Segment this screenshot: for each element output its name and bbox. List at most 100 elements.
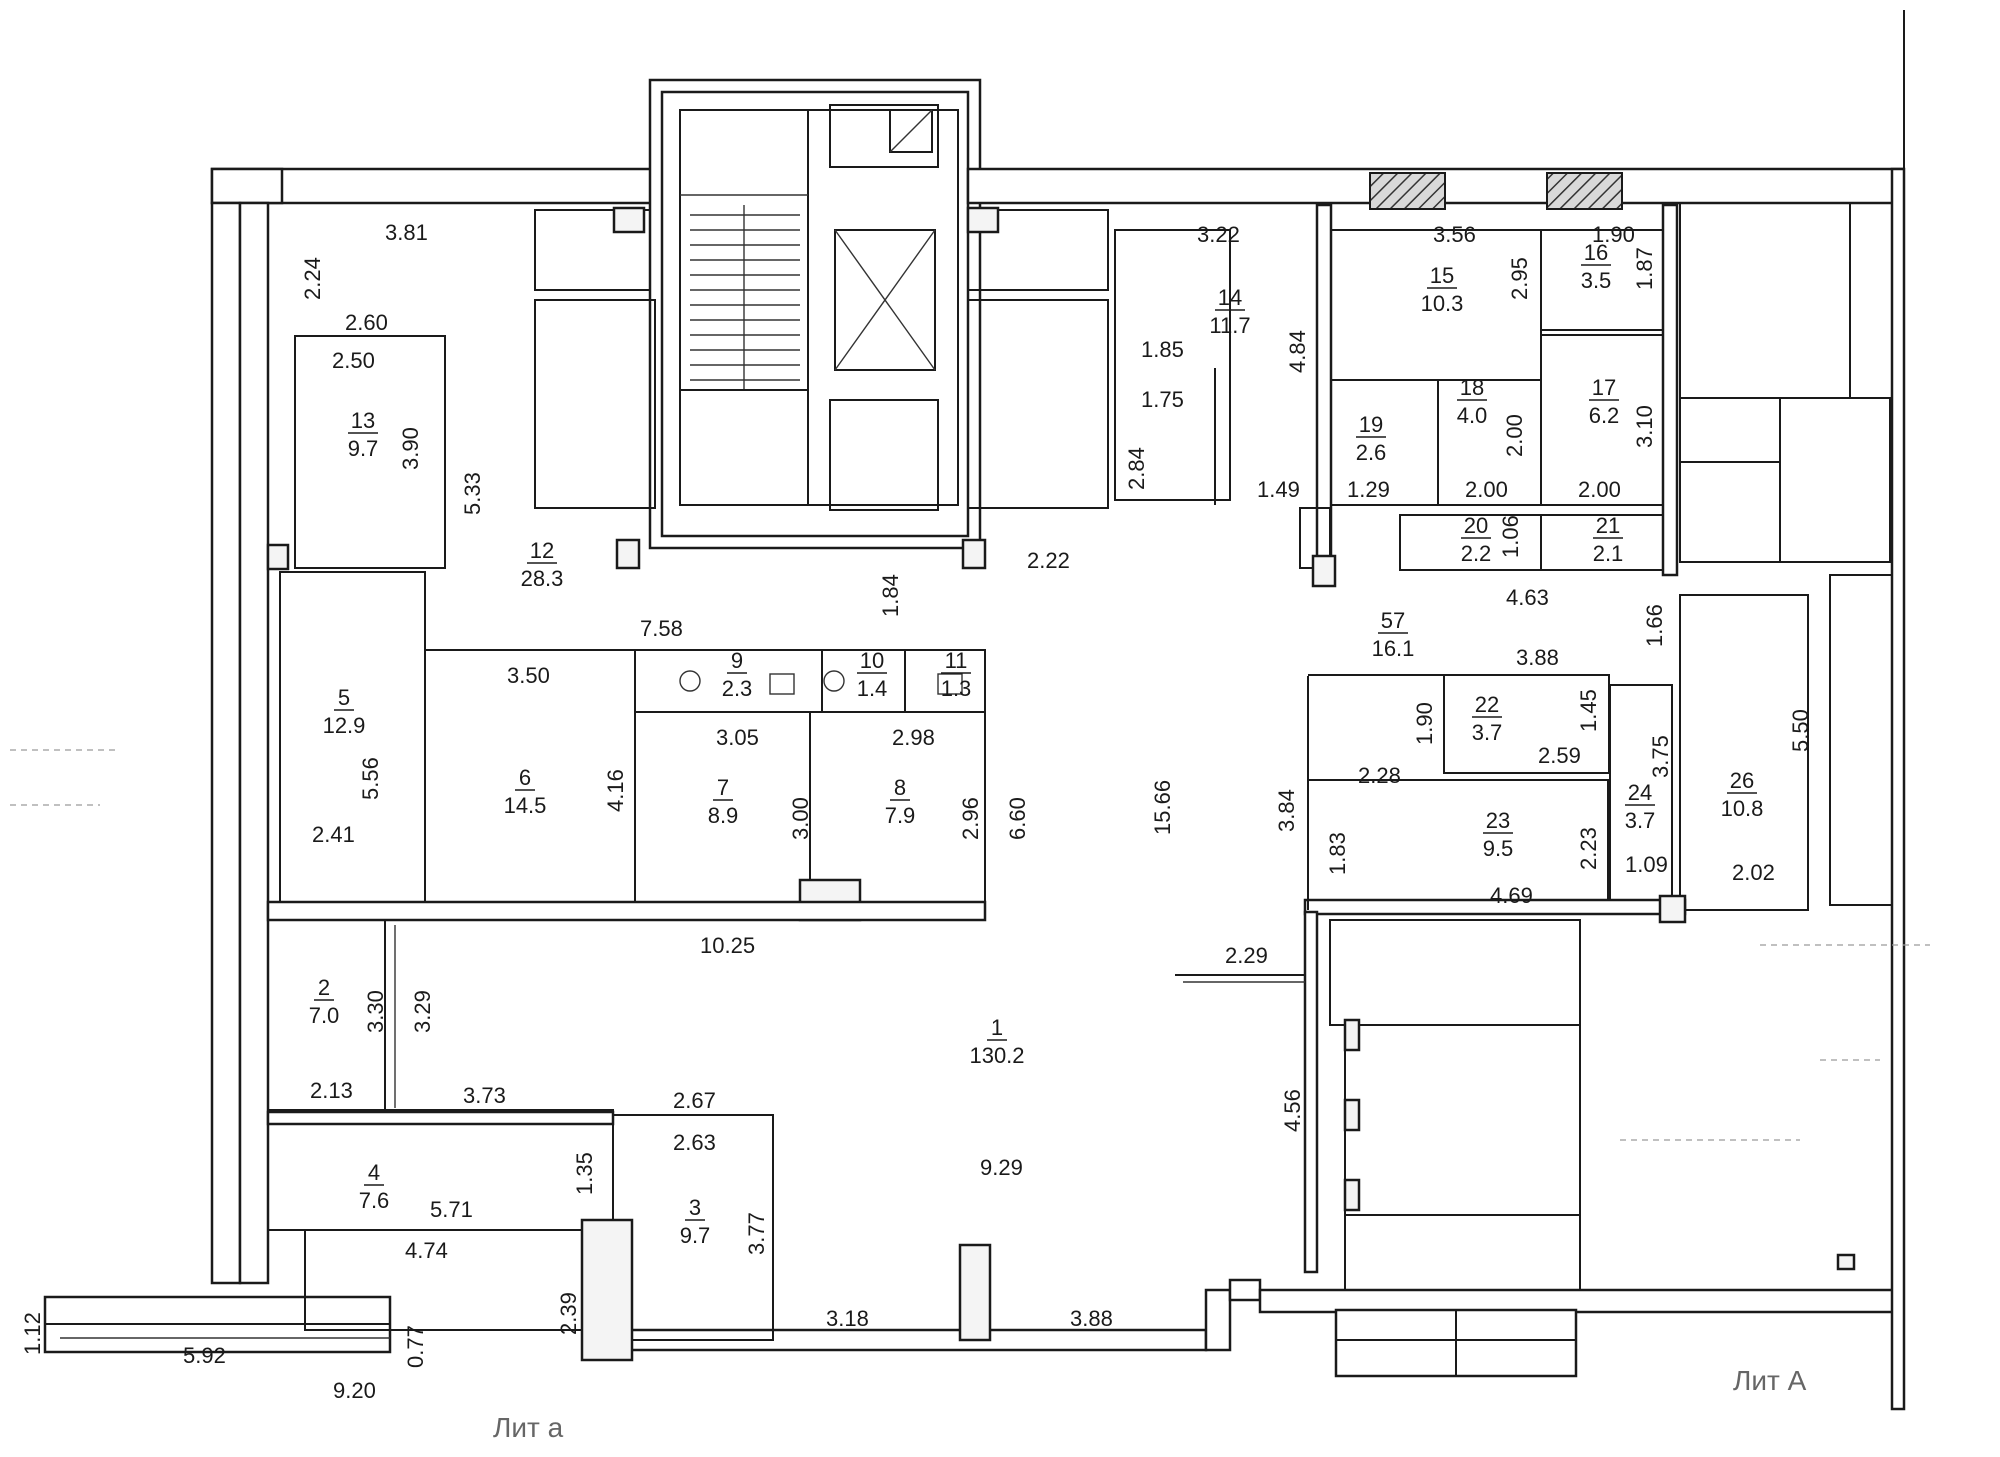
dimension-lines bbox=[60, 925, 1305, 1339]
dim-label: 3.22 bbox=[1197, 222, 1240, 247]
room-label: 39.7 bbox=[680, 1195, 711, 1248]
room-area: 28.3 bbox=[521, 566, 564, 591]
room-label: 163.5 bbox=[1581, 240, 1612, 293]
dim-label: 2.63 bbox=[673, 1130, 716, 1155]
room-number: 13 bbox=[351, 408, 375, 433]
room-label: 78.9 bbox=[708, 775, 739, 828]
dim-label: 1.84 bbox=[878, 574, 903, 617]
room-area: 2.1 bbox=[1593, 541, 1624, 566]
dimension-labels: 3.81 2.24 2.60 2.50 3.90 5.33 7.58 3.50 … bbox=[20, 220, 1813, 1403]
dim-label: 2.50 bbox=[332, 348, 375, 373]
room-number: 7 bbox=[717, 775, 729, 800]
room-number: 3 bbox=[689, 1195, 701, 1220]
room-label: 212.1 bbox=[1593, 513, 1624, 566]
dim-label: 2.23 bbox=[1576, 827, 1601, 870]
dim-label: 5.56 bbox=[358, 757, 383, 800]
dim-label: 3.73 bbox=[463, 1083, 506, 1108]
room-label: 47.6 bbox=[359, 1160, 390, 1213]
dim-label: 2.59 bbox=[1538, 743, 1581, 768]
sink-icon bbox=[769, 673, 795, 695]
room-area: 2.6 bbox=[1356, 440, 1387, 465]
dim-label: 2.00 bbox=[1578, 477, 1621, 502]
room-label: 512.9 bbox=[323, 685, 366, 738]
dim-label: 5.92 bbox=[183, 1343, 226, 1368]
room-number: 19 bbox=[1359, 412, 1383, 437]
dim-label: 4.74 bbox=[405, 1238, 448, 1263]
dim-label: 5.50 bbox=[1788, 709, 1813, 752]
dim-label: 1.35 bbox=[572, 1152, 597, 1195]
vent-icon bbox=[889, 109, 933, 153]
room-area: 4.0 bbox=[1457, 403, 1488, 428]
dim-label: 1.09 bbox=[1625, 852, 1668, 877]
room-number: 20 bbox=[1464, 513, 1488, 538]
lit-label-upper: Лит А bbox=[1733, 1365, 1807, 1396]
room-label: 239.5 bbox=[1483, 808, 1514, 861]
room-number: 18 bbox=[1460, 375, 1484, 400]
room-label: 223.7 bbox=[1472, 692, 1503, 745]
dim-label: 3.88 bbox=[1070, 1306, 1113, 1331]
lit-labels: Лит а Лит А bbox=[493, 1365, 1807, 1443]
dim-label: 2.98 bbox=[892, 725, 935, 750]
interior-walls bbox=[266, 202, 1893, 1362]
lit-label-lower: Лит а bbox=[493, 1412, 564, 1443]
elevator-shaft-icon bbox=[834, 229, 936, 371]
dim-label: 2.22 bbox=[1027, 548, 1070, 573]
dim-label: 15.66 bbox=[1150, 780, 1175, 835]
dim-label: 10.25 bbox=[700, 933, 755, 958]
room-area: 7.9 bbox=[885, 803, 916, 828]
dim-label: 1.83 bbox=[1325, 832, 1350, 875]
room-number: 2 bbox=[318, 975, 330, 1000]
room-area: 12.9 bbox=[323, 713, 366, 738]
dim-label: 7.58 bbox=[640, 616, 683, 641]
room-area: 11.7 bbox=[1209, 313, 1250, 338]
outer-walls bbox=[43, 10, 1906, 1411]
room-number: 8 bbox=[894, 775, 906, 800]
room-number: 5 bbox=[338, 685, 350, 710]
room-number: 12 bbox=[530, 538, 554, 563]
faint-marks bbox=[10, 749, 1930, 1141]
dim-label: 5.71 bbox=[430, 1197, 473, 1222]
stair-core bbox=[679, 104, 959, 511]
room-area: 9.5 bbox=[1483, 836, 1514, 861]
room-area: 3.7 bbox=[1625, 808, 1656, 833]
dim-label: 3.10 bbox=[1632, 405, 1657, 448]
room-area: 1.3 bbox=[941, 676, 972, 701]
dim-label: 5.33 bbox=[460, 472, 485, 515]
dim-label: 1.29 bbox=[1347, 477, 1390, 502]
room-area: 9.7 bbox=[680, 1223, 711, 1248]
dim-label: 3.50 bbox=[507, 663, 550, 688]
dim-label: 1.87 bbox=[1632, 247, 1657, 290]
sink-icon bbox=[937, 673, 963, 695]
room-label: 184.0 bbox=[1457, 375, 1488, 428]
room-number: 4 bbox=[368, 1160, 380, 1185]
room-number: 57 bbox=[1381, 608, 1405, 633]
dim-label: 2.00 bbox=[1465, 477, 1508, 502]
dim-label: 6.60 bbox=[1005, 797, 1030, 840]
dim-label: 2.28 bbox=[1358, 763, 1401, 788]
room-label: 176.2 bbox=[1589, 375, 1620, 428]
room-area: 3.7 bbox=[1472, 720, 1503, 745]
dim-label: 2.39 bbox=[556, 1292, 581, 1335]
dim-label: 2.84 bbox=[1124, 447, 1149, 490]
dim-label: 3.81 bbox=[385, 220, 428, 245]
stair-steps bbox=[690, 205, 800, 390]
room-area: 1.4 bbox=[857, 676, 888, 701]
dim-label: 1.90 bbox=[1412, 702, 1437, 745]
dim-label: 4.56 bbox=[1280, 1089, 1305, 1132]
room-number: 15 bbox=[1430, 263, 1454, 288]
dim-label: 2.95 bbox=[1507, 257, 1532, 300]
dim-label: 1.49 bbox=[1257, 477, 1300, 502]
dim-label: 2.29 bbox=[1225, 943, 1268, 968]
room-number: 21 bbox=[1596, 513, 1620, 538]
room-label: 87.9 bbox=[885, 775, 916, 828]
room-label: 243.7 bbox=[1625, 780, 1656, 833]
room-area: 16.1 bbox=[1372, 636, 1415, 661]
dim-label: 3.88 bbox=[1516, 645, 1559, 670]
dim-label: 1.90 bbox=[1592, 222, 1635, 247]
dim-label: 3.90 bbox=[398, 427, 423, 470]
room-area: 3.5 bbox=[1581, 268, 1612, 293]
dim-label: 2.24 bbox=[300, 257, 325, 300]
dim-label: 2.02 bbox=[1732, 860, 1775, 885]
